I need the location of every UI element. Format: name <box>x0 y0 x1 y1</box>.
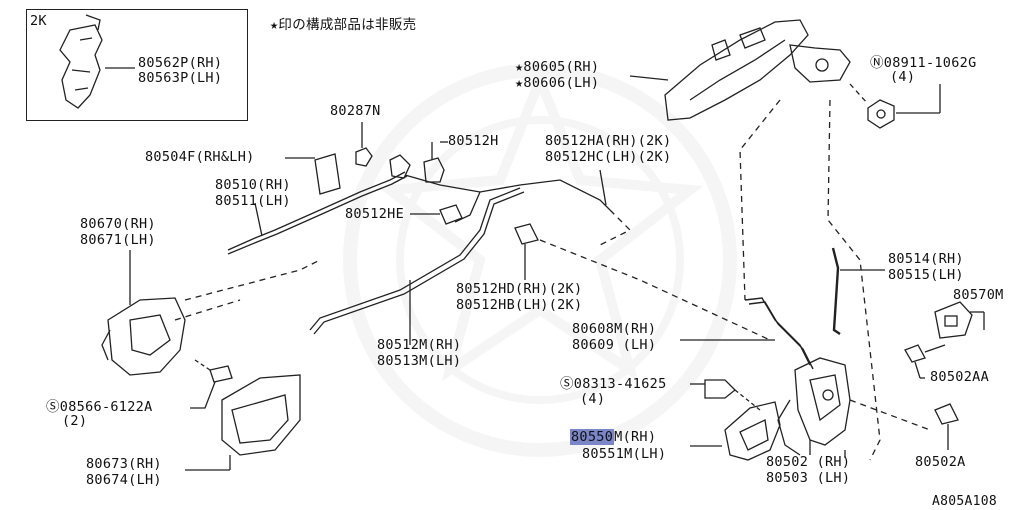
label-80512hc: 80512HC(LH)(2K) <box>545 149 672 165</box>
label-80550-highlight: 80550 <box>570 429 615 445</box>
label-80609: 80609 (LH) <box>572 337 657 353</box>
label-80605: ★80605(RH) <box>515 59 600 75</box>
label-80551m: 80551M(LH) <box>582 446 667 462</box>
label-nut-qty: (4) <box>890 69 916 85</box>
label-nut-code: Ⓝ08911-1062G <box>870 55 977 71</box>
label-80514: 80514(RH) <box>888 251 964 267</box>
pad-80504f <box>285 153 341 195</box>
label-80562p: 80562P(RH) <box>138 55 223 71</box>
clip-80287n <box>355 122 373 167</box>
label-80570m: 80570M <box>953 287 1004 303</box>
label-80674: 80674(LH) <box>86 472 162 488</box>
label-80512m: 80512M(RH) <box>377 337 462 353</box>
label-80608m: 80608M(RH) <box>572 321 657 337</box>
label-80670: 80670(RH) <box>80 216 156 232</box>
inset-tag-label: 2K <box>30 13 47 29</box>
label-80671: 80671(LH) <box>80 232 156 248</box>
label-80511: 80511(LH) <box>215 193 291 209</box>
note-text: ★印の構成部品は非販売 <box>270 17 417 33</box>
label-80550-suffix: M(RH) <box>614 429 657 445</box>
inset-box <box>26 9 248 121</box>
label-80512h: 80512H <box>448 133 499 149</box>
label-80503: 80503 (LH) <box>766 470 851 486</box>
screw-08313 <box>690 379 761 411</box>
figure-code: A805A108 <box>932 494 998 509</box>
label-80515: 80515(LH) <box>888 267 964 283</box>
label-screw-08566: Ⓢ08566-6122A <box>46 399 153 415</box>
label-80673: 80673(RH) <box>86 456 162 472</box>
label-80606: ★80606(LH) <box>515 75 600 91</box>
label-screw-08566-qty: (2) <box>62 413 88 429</box>
inset-bracket-part <box>59 14 135 109</box>
escutcheon-part <box>185 374 301 471</box>
label-80513m: 80513M(LH) <box>377 353 462 369</box>
label-80512he: 80512HE <box>345 206 404 222</box>
door-lock-part <box>777 357 851 456</box>
inside-handle-part <box>101 250 321 376</box>
label-80502: 80502 (RH) <box>766 454 851 470</box>
label-screw-08313-qty: (4) <box>580 391 606 407</box>
label-80510: 80510(RH) <box>215 177 291 193</box>
outside-handle-part <box>629 19 851 121</box>
label-80287n: 80287N <box>330 103 381 119</box>
clip-80512h <box>423 141 448 183</box>
label-80502aa: 80502AA <box>930 369 989 385</box>
screw-08566 <box>190 359 233 409</box>
bolt-80502aa <box>904 344 946 379</box>
watermark-emblem <box>343 63 737 457</box>
bolt-80502a <box>849 399 959 450</box>
actuator-part <box>690 401 781 461</box>
nut-part <box>849 83 941 129</box>
label-80550m: 80550M(RH) <box>570 429 657 445</box>
label-80512ha: 80512HA(RH)(2K) <box>545 133 672 149</box>
label-80504f: 80504F(RH&LH) <box>145 149 255 165</box>
striker-part <box>934 301 985 339</box>
label-80502a: 80502A <box>915 454 966 470</box>
label-80563p: 80563P(LH) <box>138 70 223 86</box>
label-80512hb: 80512HB(LH)(2K) <box>456 297 583 313</box>
label-80512hd: 80512HD(RH)(2K) <box>456 281 583 297</box>
label-screw-08313: Ⓢ08313-41625 <box>560 376 667 392</box>
